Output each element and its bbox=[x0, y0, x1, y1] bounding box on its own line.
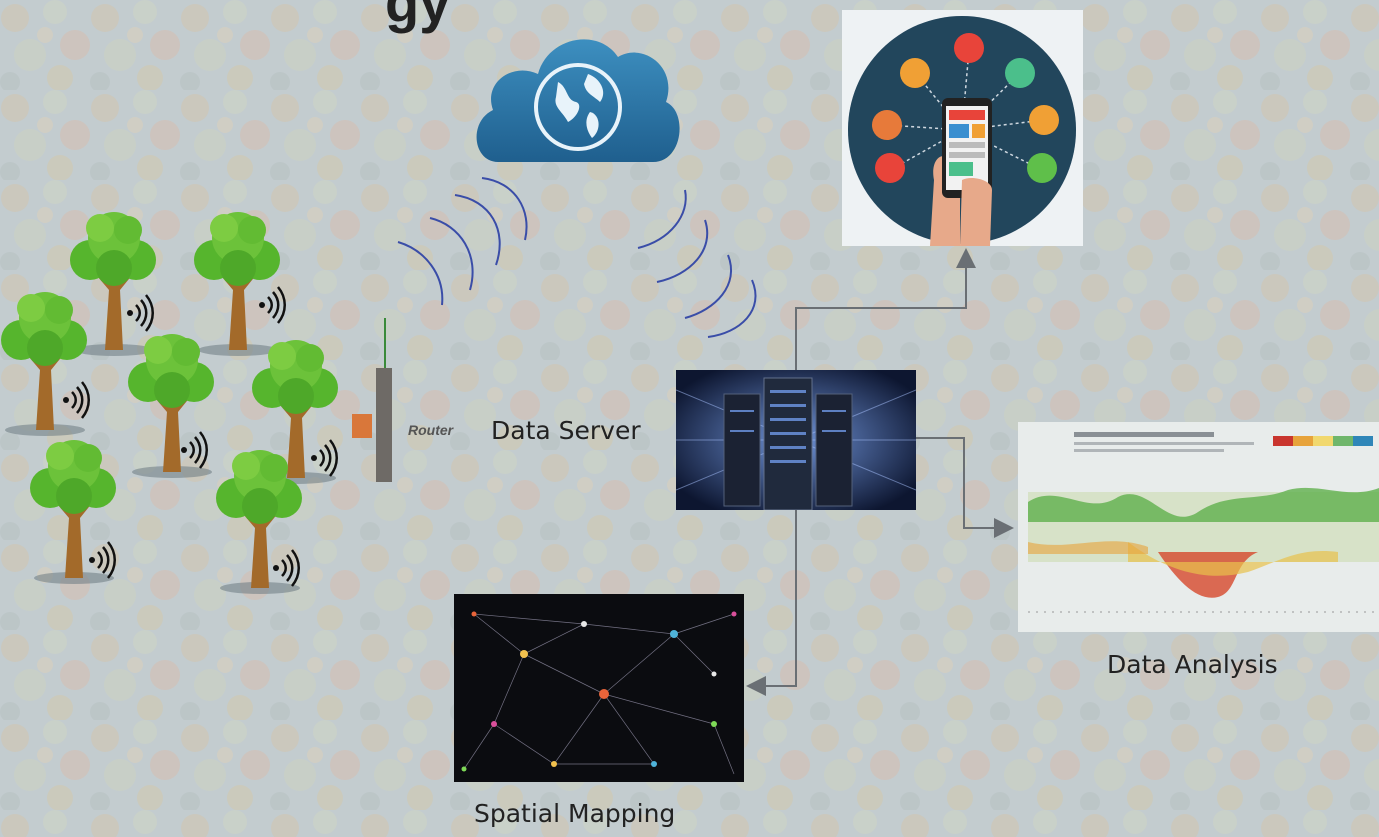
data-server-label: Data Server bbox=[491, 416, 641, 445]
smartphone-icon bbox=[848, 16, 1076, 246]
heatmap-thumbnail-icon bbox=[1028, 432, 1379, 613]
spatial-mapping-image bbox=[454, 594, 744, 782]
data-analysis-chart-image bbox=[1018, 422, 1379, 632]
spatial-mapping-label: Spatial Mapping bbox=[474, 799, 676, 828]
server-rack-icon bbox=[676, 370, 916, 510]
router-label: Router bbox=[408, 422, 454, 438]
cloud-globe-icon bbox=[476, 39, 680, 163]
data-analysis-label: Data Analysis bbox=[1107, 650, 1278, 679]
data-server-image bbox=[676, 370, 916, 510]
mobile-app-panel bbox=[842, 10, 1083, 246]
router-icon bbox=[352, 318, 392, 482]
network-graph-icon bbox=[461, 611, 737, 775]
title-fragment: gy bbox=[385, 0, 451, 34]
